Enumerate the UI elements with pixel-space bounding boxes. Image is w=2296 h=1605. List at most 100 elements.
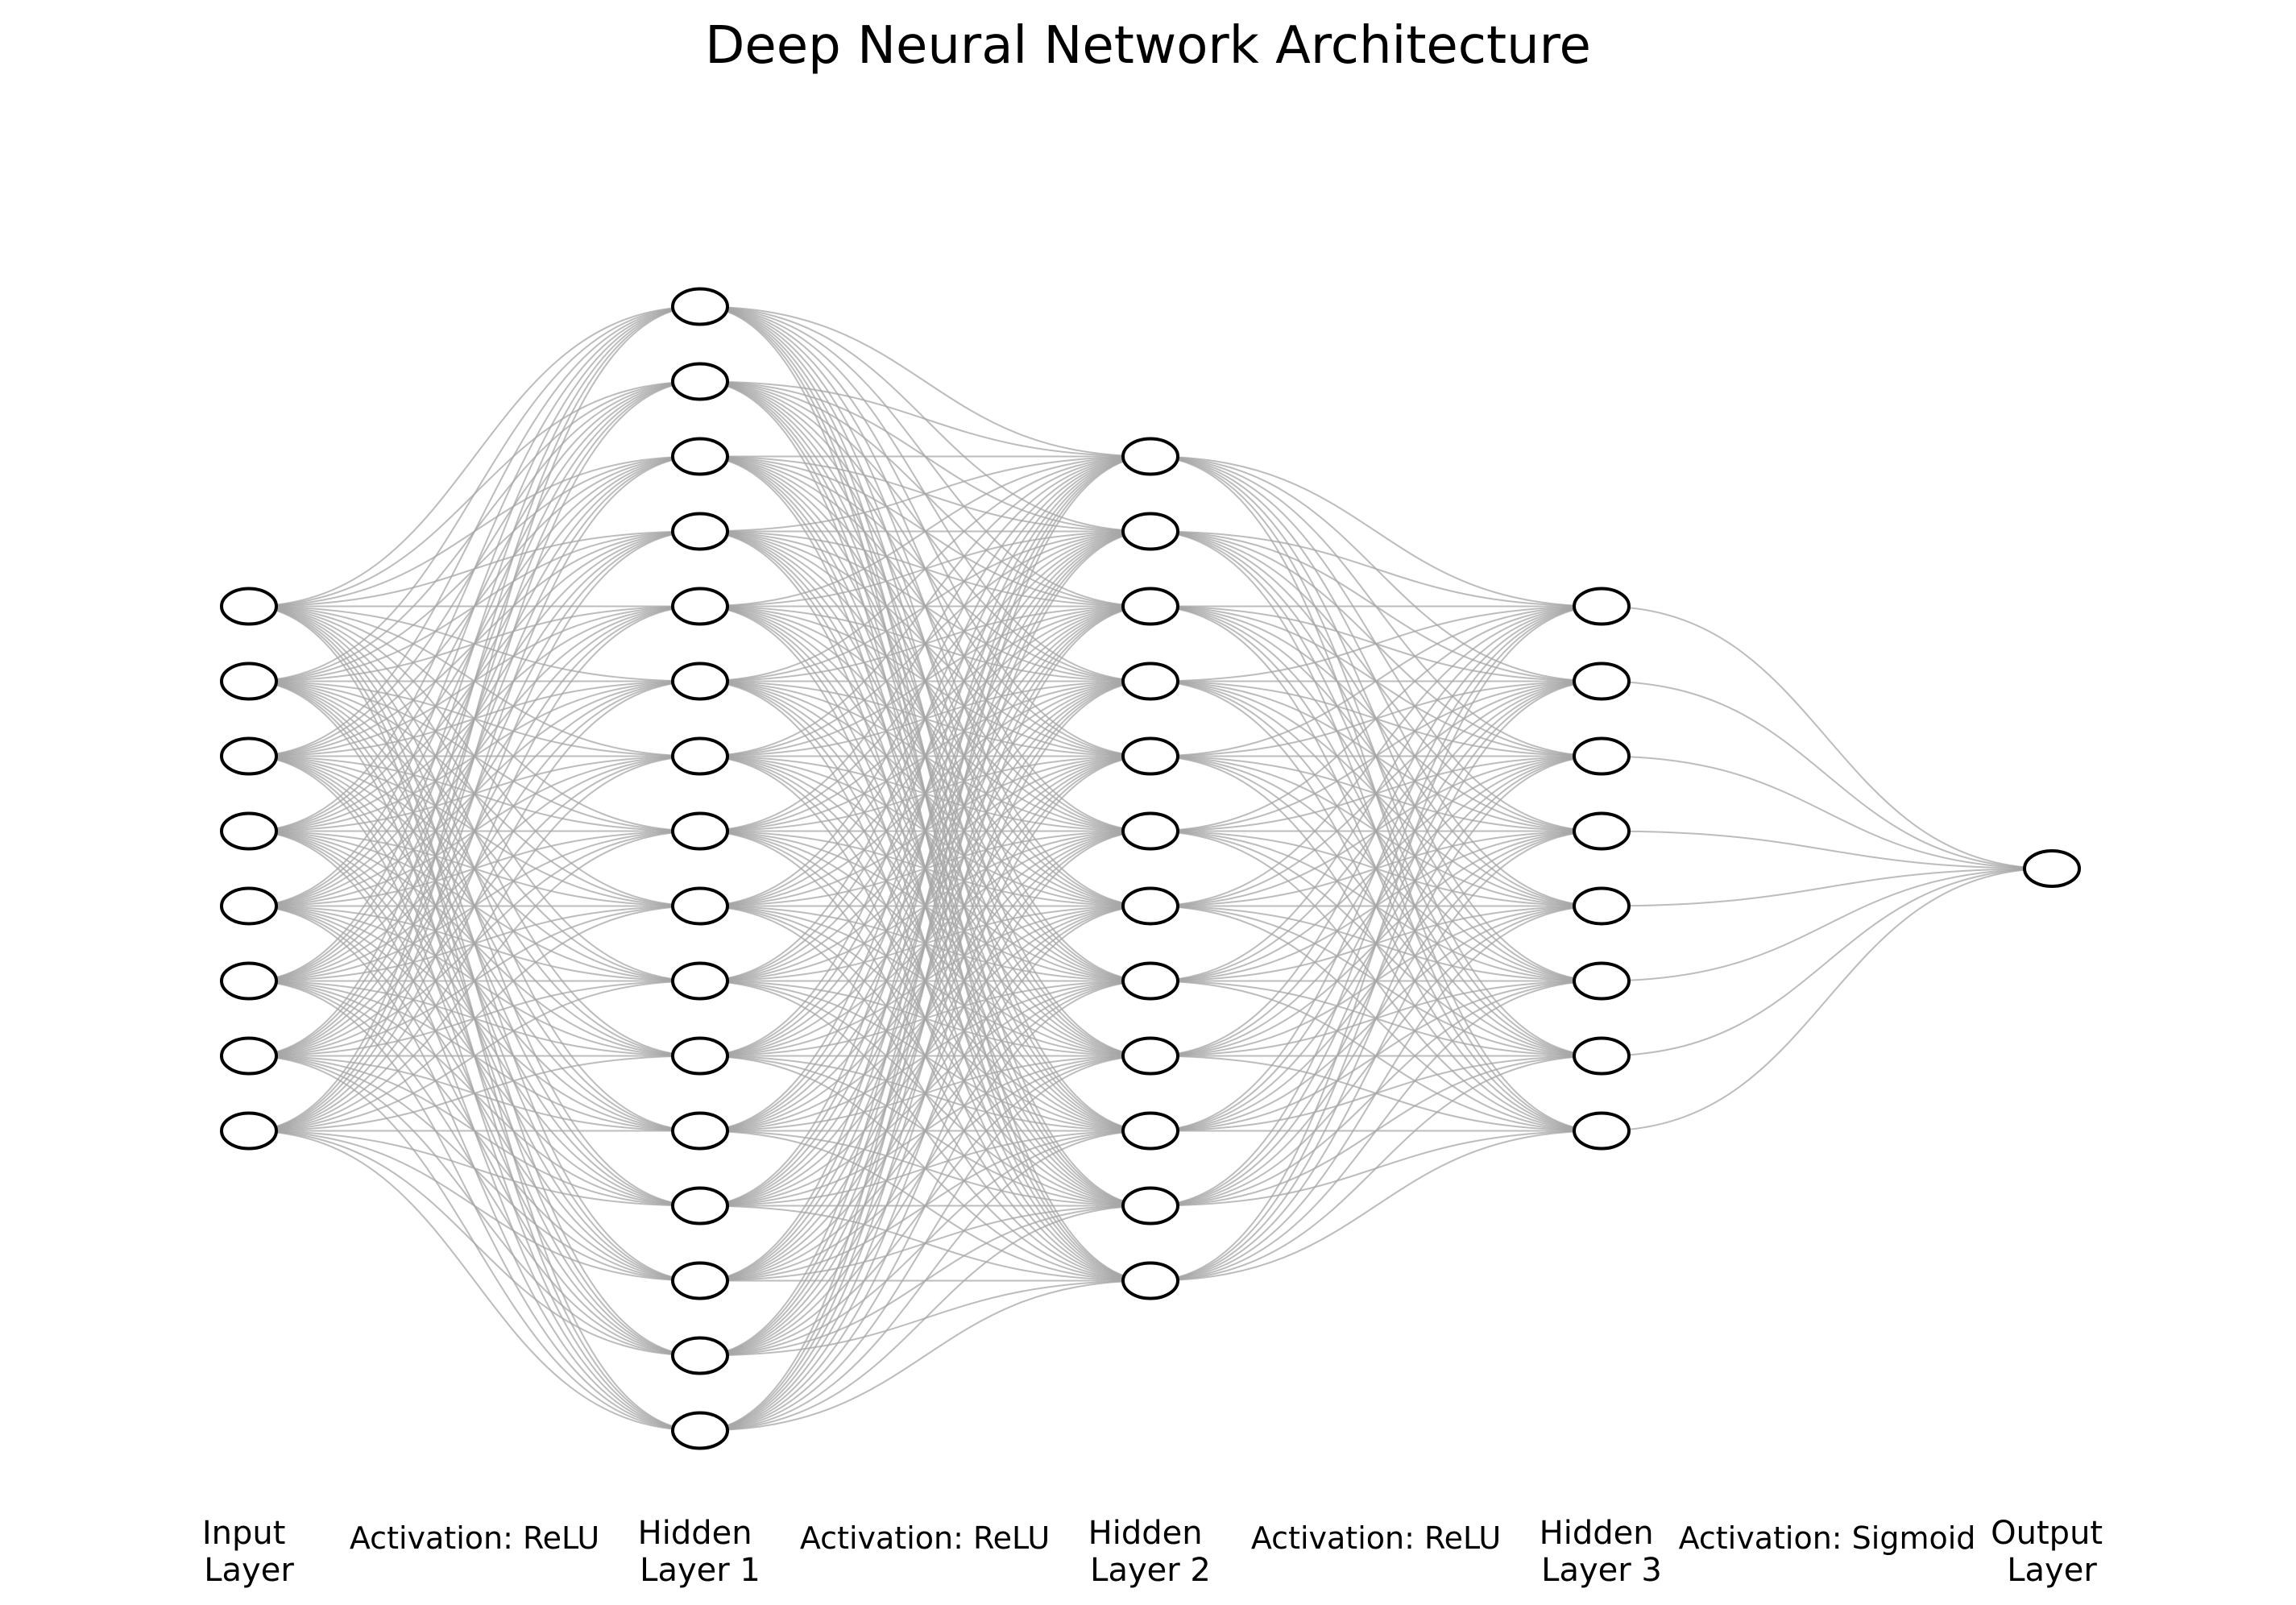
connection-l2-n11-to-l3-n2 — [1150, 755, 1602, 1282]
output-layer-label: Output Layer — [1991, 1515, 2113, 1589]
connection-l1-n9-to-l2-n0 — [699, 455, 1151, 982]
neuron-layer3-5 — [1573, 961, 1631, 1001]
connection-l1-n1-to-l2-n0 — [699, 380, 1151, 458]
connection-l0-n1-to-l1-n0 — [248, 305, 701, 682]
connection-l0-n7-to-l1-n4 — [248, 605, 701, 1132]
output-layer-label-line1: Output — [1991, 1515, 2103, 1552]
neuron-layer0-7 — [220, 1111, 278, 1151]
connection-l0-n5-to-l1-n0 — [248, 305, 701, 982]
neuron-layer1-4 — [671, 587, 729, 626]
connection-l1-n15-to-l2-n1 — [699, 530, 1151, 1432]
connection-l3-n4-to-l4-n0 — [1601, 868, 2053, 907]
connection-l2-n11-to-l3-n0 — [1150, 605, 1602, 1282]
neuron-layer1-1 — [671, 362, 729, 401]
connection-l2-n10-to-l3-n0 — [1150, 605, 1602, 1207]
input-layer-label-line1: Input — [202, 1515, 286, 1552]
input-layer-label-line2: Layer — [204, 1552, 294, 1589]
neuron-layer4-0 — [2023, 849, 2081, 888]
connection-l0-n7-to-l1-n0 — [248, 305, 701, 1132]
connection-l3-n0-to-l4-n0 — [1601, 605, 2053, 869]
neuron-layer3-6 — [1573, 1036, 1631, 1076]
neuron-layer3-0 — [1573, 587, 1631, 626]
connection-l2-n5-to-l3-n0 — [1150, 605, 1602, 832]
neuron-layer1-9 — [671, 961, 729, 1001]
connection-l3-n6-to-l4-n0 — [1601, 868, 2053, 1057]
neuron-layer3-3 — [1573, 811, 1631, 851]
connection-l1-n15-to-l2-n10 — [699, 1205, 1151, 1432]
connection-l2-n1-to-l3-n0 — [1150, 530, 1602, 608]
connection-l1-n15-to-l2-n7 — [699, 980, 1151, 1432]
connection-l0-n2-to-l1-n0 — [248, 305, 701, 757]
neuron-layer2-0 — [1121, 437, 1179, 476]
connection-l1-n15-to-l2-n2 — [699, 605, 1151, 1432]
neuron-layer0-1 — [220, 661, 278, 701]
hidden-layer-1-label-line2: Layer 1 — [640, 1552, 760, 1589]
connection-l1-n15-to-l2-n3 — [699, 680, 1151, 1432]
connection-l2-n11-to-l3-n5 — [1150, 980, 1602, 1282]
connection-l0-n7-to-l1-n8 — [248, 905, 701, 1132]
connection-l0-n6-to-l1-n0 — [248, 305, 701, 1057]
neuron-layer1-13 — [671, 1261, 729, 1300]
connection-l1-n15-to-l2-n0 — [699, 455, 1151, 1432]
activation-label-2: Activation: ReLU — [800, 1520, 1050, 1556]
neuron-layer2-10 — [1121, 1186, 1179, 1226]
connection-l2-n11-to-l3-n4 — [1150, 905, 1602, 1282]
connection-l0-n7-to-l1-n5 — [248, 680, 701, 1132]
connection-l0-n7-to-l1-n12 — [248, 1130, 701, 1207]
neuron-layer2-2 — [1121, 587, 1179, 626]
neuron-layer0-2 — [220, 736, 278, 776]
connection-l0-n0-to-l1-n0 — [248, 305, 701, 608]
hidden-layer-1-label: Hidden Layer 1 — [638, 1515, 763, 1589]
connection-l1-n12-to-l2-n0 — [699, 455, 1151, 1207]
neuron-layer1-6 — [671, 736, 729, 776]
neuron-layer0-6 — [220, 1036, 278, 1076]
connection-l1-n14-to-l2-n0 — [699, 455, 1151, 1357]
hidden-layer-2-label-line2: Layer 2 — [1090, 1552, 1211, 1589]
neuron-layer2-1 — [1121, 512, 1179, 551]
connection-l1-n15-to-l2-n9 — [699, 1130, 1151, 1432]
neuron-layer2-11 — [1121, 1261, 1179, 1300]
connection-l0-n3-to-l1-n0 — [248, 305, 701, 832]
connection-l1-n15-to-l2-n11 — [699, 1279, 1151, 1432]
neuron-layer2-9 — [1121, 1111, 1179, 1151]
connection-l1-n15-to-l2-n8 — [699, 1055, 1151, 1432]
activation-label-3: Activation: ReLU — [1251, 1520, 1501, 1556]
connection-l3-n2-to-l4-n0 — [1601, 755, 2053, 869]
connection-l2-n11-to-l3-n1 — [1150, 680, 1602, 1282]
neuron-layer3-4 — [1573, 886, 1631, 926]
neuron-layer2-3 — [1121, 661, 1179, 701]
neuron-layer3-1 — [1573, 661, 1631, 701]
connection-l1-n4-to-l2-n0 — [699, 455, 1151, 608]
connection-l1-n10-to-l2-n0 — [699, 455, 1151, 1057]
neuron-layer1-8 — [671, 886, 729, 926]
connection-l2-n11-to-l3-n3 — [1150, 830, 1602, 1282]
connection-l0-n7-to-l1-n3 — [248, 530, 701, 1132]
connection-l2-n4-to-l3-n0 — [1150, 605, 1602, 757]
connection-l3-n3-to-l4-n0 — [1601, 830, 2053, 869]
neuron-layer1-5 — [671, 661, 729, 701]
neuron-layer2-5 — [1121, 811, 1179, 851]
connection-l0-n7-to-l1-n7 — [248, 830, 701, 1132]
neuron-layer0-3 — [220, 811, 278, 851]
connection-l1-n11-to-l2-n0 — [699, 455, 1151, 1132]
connection-l2-n7-to-l3-n0 — [1150, 605, 1602, 982]
connection-l0-n7-to-l1-n1 — [248, 380, 701, 1132]
connection-l2-n11-to-l3-n6 — [1150, 1055, 1602, 1282]
neuron-layer1-2 — [671, 437, 729, 476]
connection-l0-n7-to-l1-n10 — [248, 1055, 701, 1132]
neuron-layer2-4 — [1121, 736, 1179, 776]
connection-l2-n9-to-l3-n0 — [1150, 605, 1602, 1132]
neuron-layer3-7 — [1573, 1111, 1631, 1151]
connection-l0-n4-to-l1-n0 — [248, 305, 701, 907]
connection-l0-n7-to-l1-n6 — [248, 755, 701, 1132]
neuron-layer2-7 — [1121, 961, 1179, 1001]
connection-l0-n7-to-l1-n13 — [248, 1130, 701, 1282]
neuron-layer2-8 — [1121, 1036, 1179, 1076]
connection-l2-n11-to-l3-n7 — [1150, 1130, 1602, 1282]
neuron-layer0-0 — [220, 587, 278, 626]
connection-l2-n3-to-l3-n0 — [1150, 605, 1602, 682]
hidden-layer-3-label: Hidden Layer 3 — [1540, 1515, 1664, 1589]
activation-label-1: Activation: ReLU — [350, 1520, 599, 1556]
diagram-title: Deep Neural Network Architecture — [705, 16, 1591, 76]
